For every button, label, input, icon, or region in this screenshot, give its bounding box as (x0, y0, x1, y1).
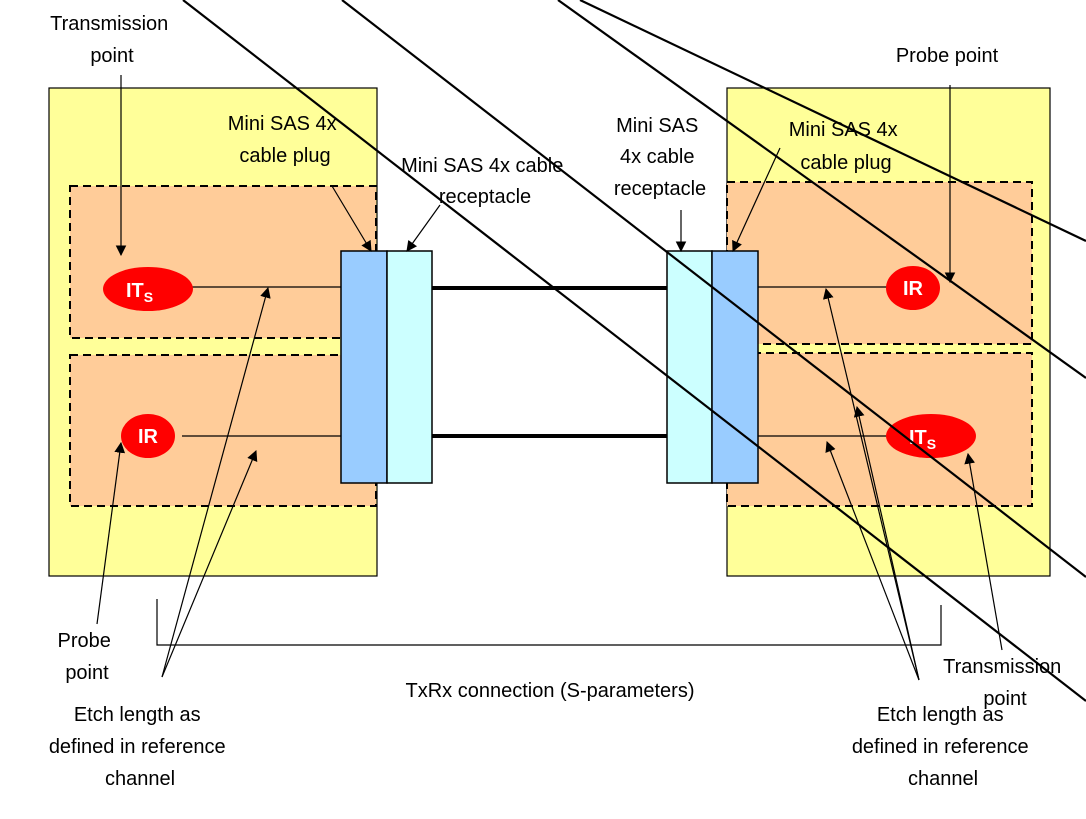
arrow-plug-right (732, 147, 781, 252)
arrow-probe-point-bottom-left (96, 441, 126, 625)
left-plug (340, 250, 388, 484)
right-plug (711, 250, 759, 484)
label-probe-point-top-right: Probe point (896, 45, 999, 67)
label-etch-right: Etch length as defined in reference chan… (852, 704, 1034, 790)
node-its-left: ITS (103, 267, 193, 311)
left-receptacle (386, 250, 433, 484)
diagonal-line-2 (341, 0, 1086, 578)
left-zone-bottom (69, 354, 377, 507)
right-zone-top (726, 181, 1033, 345)
arrow-etch-right-3 (853, 405, 920, 681)
left-zone-top (69, 185, 377, 339)
label-etch-left: Etch length as defined in reference chan… (49, 704, 231, 790)
label-transmission-point-top-left: Transmission point (50, 13, 174, 67)
right-zone-bottom (726, 352, 1033, 507)
arrow-transmission-point-bottom-right (964, 452, 1003, 651)
label-receptacle-left: Mini SAS 4x cable receptacle (401, 155, 569, 208)
label-probe-point-bottom-left: Probe point (58, 630, 117, 684)
right-receptacle (666, 250, 713, 484)
node-ir-left: IR (121, 414, 175, 458)
label-transmission-point-bottom-right: Transmission point (943, 656, 1067, 710)
arrow-etch-right-2 (825, 440, 920, 681)
arrow-receptacle-left (406, 204, 441, 252)
diagonal-line-3 (557, 0, 1086, 379)
label-plug-right: Mini SAS 4x cable plug (789, 119, 904, 174)
node-its-right: ITS (886, 414, 976, 458)
svg-text:ITS: ITS (126, 280, 153, 305)
txrx-bracket (156, 599, 942, 646)
diagonal-line-4 (579, 0, 1086, 242)
svg-text:IR: IR (138, 426, 159, 448)
label-txrx-connection: TxRx connection (S-parameters) (406, 680, 695, 702)
arrow-plug-left (331, 185, 372, 252)
label-plug-left: Mini SAS 4x cable plug (228, 113, 343, 167)
diagonal-line-1 (182, 0, 1086, 702)
arrow-etch-right-1 (822, 287, 920, 681)
label-receptacle-right: Mini SAS 4x cable receptacle (614, 115, 706, 200)
arrow-etch-left-1 (161, 286, 271, 678)
arrow-etch-left-2 (161, 450, 258, 678)
node-ir-right: IR (886, 266, 940, 310)
svg-text:IR: IR (903, 278, 924, 300)
